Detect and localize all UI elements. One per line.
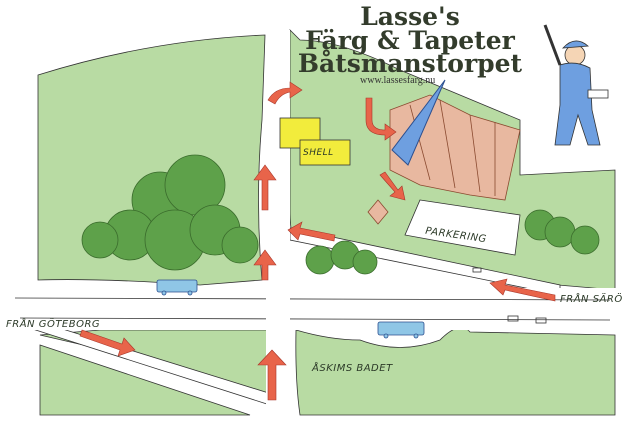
grass-lower-left-2 bbox=[39, 344, 251, 416]
from-goteborg-label: FRÅN GÖTEBORG bbox=[6, 319, 101, 330]
askims-badet-label: ÅSKIMS BADET bbox=[312, 363, 393, 374]
bus-upper bbox=[156, 279, 198, 296]
bus-lower bbox=[377, 321, 425, 339]
title-line-1: Lasse's bbox=[360, 2, 460, 31]
grass-lower-right bbox=[295, 327, 616, 416]
title-line-3: Båtsmanstorpet bbox=[297, 49, 523, 78]
painter-mascot bbox=[543, 24, 609, 146]
store-sign bbox=[367, 199, 389, 225]
trees bbox=[81, 154, 600, 275]
cars bbox=[472, 267, 547, 324]
parking-area bbox=[404, 199, 521, 256]
from-saro-label: FRÅN SÄRÖ bbox=[560, 294, 623, 305]
title-line-2: Färg & Tapeter bbox=[305, 26, 515, 55]
direction-arrows bbox=[79, 81, 556, 401]
website-link[interactable]: www.lassesfarg.nu bbox=[360, 75, 436, 86]
location-pointer bbox=[391, 79, 446, 166]
shell-label: SHELL bbox=[303, 148, 334, 158]
shell-building bbox=[299, 139, 351, 166]
